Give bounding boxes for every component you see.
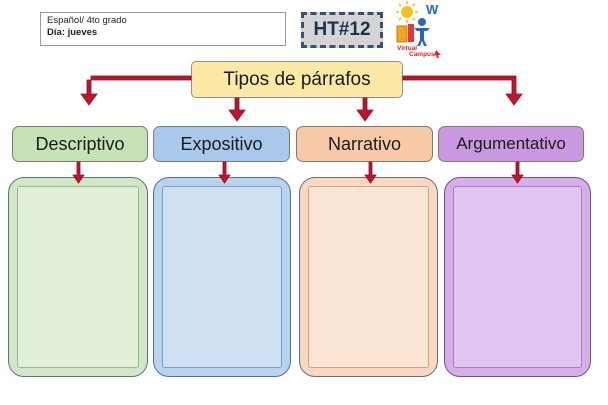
svg-text:Campus: Campus bbox=[409, 51, 435, 58]
answer-panel-descriptivo[interactable] bbox=[8, 177, 148, 377]
category-descriptivo: Descriptivo bbox=[12, 126, 148, 162]
answer-panel-argumentativo[interactable] bbox=[444, 177, 591, 377]
day-label: Día: bbox=[47, 27, 65, 38]
answer-panel-narrativo[interactable] bbox=[299, 177, 438, 377]
sun-icon bbox=[396, 1, 418, 23]
answer-panel-expositivo[interactable] bbox=[153, 177, 291, 377]
arrow-to-descriptivo bbox=[80, 75, 192, 106]
svg-text:Virtual: Virtual bbox=[397, 45, 417, 52]
cursor-icon bbox=[434, 50, 441, 58]
category-argumentativo: Argumentativo bbox=[438, 126, 584, 162]
answer-area-narrativo[interactable] bbox=[308, 186, 429, 368]
category-expositivo: Expositivo bbox=[153, 126, 290, 162]
arrow-to-expositivo bbox=[228, 97, 246, 122]
course-info-box: Español/ 4to grado Día: jueves bbox=[40, 12, 286, 46]
arrow-to-argumentativo bbox=[402, 75, 523, 106]
arrow-to-narrativo bbox=[356, 97, 374, 122]
day-value: jueves bbox=[67, 27, 98, 38]
logo-letter: W bbox=[426, 2, 439, 17]
course-line: Español/ 4to grado bbox=[47, 15, 127, 26]
category-narrativo: Narrativo bbox=[296, 126, 433, 162]
virtual-campus-logo-icon: W Virtual Campus bbox=[396, 1, 441, 58]
day-line: Día: jueves bbox=[47, 27, 279, 39]
ht-badge: HT#12 bbox=[301, 12, 383, 48]
answer-area-descriptivo[interactable] bbox=[17, 186, 139, 368]
root-node-tipos-de-parrafos: Tipos de párrafos bbox=[191, 61, 403, 98]
answer-area-argumentativo[interactable] bbox=[453, 186, 582, 368]
answer-area-expositivo[interactable] bbox=[162, 186, 282, 368]
